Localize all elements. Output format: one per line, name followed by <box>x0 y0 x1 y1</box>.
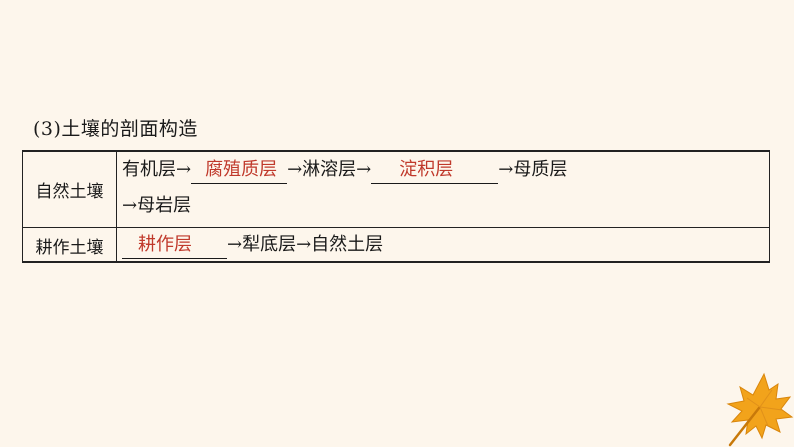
text-segment: →淋溶层→ <box>287 159 372 180</box>
cultivated-soil-label: 耕作土壤 <box>22 228 117 263</box>
natural-soil-layers: 有机层→ 腐殖质层 →淋溶层→ 淀积层 →母质层 →母岩层 <box>117 152 770 227</box>
soil-profile-table: 自然土壤 有机层→ 腐殖质层 →淋溶层→ 淀积层 →母质层 →母岩层 耕作土壤 耕作层 →… <box>22 150 770 263</box>
text-segment: →犁底层→自然土层 <box>227 234 384 255</box>
answer-blank-humus-layer: 腐殖质层 <box>191 157 288 184</box>
natural-soil-line-2: →母岩层 <box>122 195 192 216</box>
table-row-natural-soil: 自然土壤 有机层→ 腐殖质层 →淋溶层→ 淀积层 →母质层 →母岩层 <box>22 152 770 228</box>
answer-blank-illuvial-layer: 淀积层 <box>371 157 499 184</box>
text-segment: →母质层 <box>498 159 568 180</box>
natural-soil-line-1: 有机层→ 腐殖质层 →淋溶层→ 淀积层 →母质层 <box>122 152 769 188</box>
cultivated-soil-layers: 耕作层 →犁底层→自然土层 <box>117 228 770 263</box>
table-row-cultivated-soil: 耕作土壤 耕作层 →犁底层→自然土层 <box>22 228 770 263</box>
answer-blank-tillage-layer: 耕作层 <box>122 232 227 259</box>
maple-leaf-icon <box>726 372 794 447</box>
answer-text: 耕作层 <box>138 234 192 255</box>
section-heading: (3)土壤的剖面构造 <box>33 118 198 140</box>
text-segment: 有机层→ <box>122 159 192 180</box>
answer-text: 腐殖质层 <box>205 159 278 180</box>
answer-text: 淀积层 <box>399 159 454 180</box>
natural-soil-label: 自然土壤 <box>22 152 117 227</box>
